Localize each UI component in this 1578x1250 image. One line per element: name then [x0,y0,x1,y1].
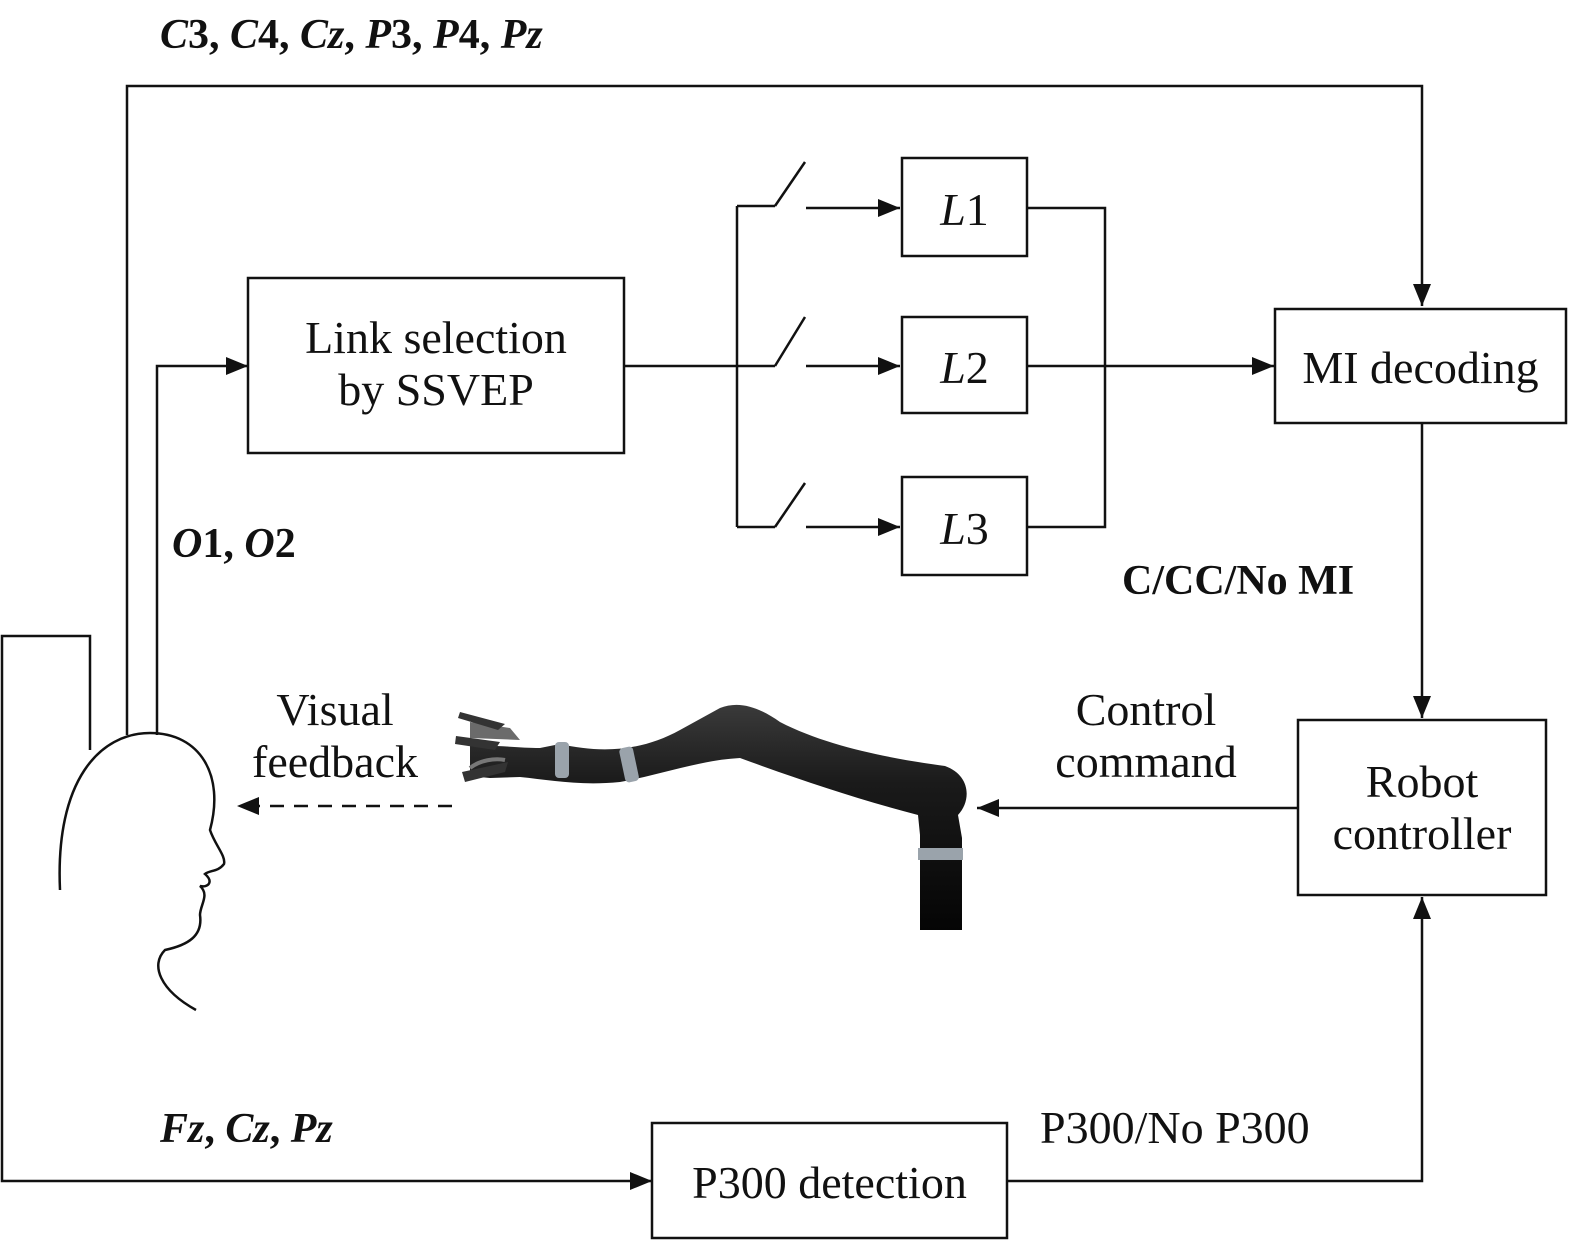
link-selection-line2: by SSVEP [338,363,534,415]
switch-icon [773,316,807,367]
link-l2-label: L2 [940,342,989,393]
robot-controller-line1: Robot [1365,756,1479,807]
mi-decoding-box [1273,307,1568,425]
link-l1-label: L1 [940,184,989,235]
robot-controller-line2: controller [1332,807,1512,859]
p300-channels-label: Fz, Cz, Pz [160,1106,333,1152]
p300-output-label: P300/No P300 [1040,1102,1310,1153]
robot-controller-label: Robot controller [1298,756,1546,859]
link-l3-label: L3 [940,503,989,554]
mi-decoding-label: MI decoding [1302,342,1539,393]
mi-output-label: C/CC/No MI [1122,558,1355,604]
visual-feedback-label: Visual feedback [230,684,440,787]
p300-channel-wire [0,634,652,1190]
switch-icon [773,482,807,528]
ssvep-channels-label: O1, O2 [172,521,296,567]
mi-channels-label: C3, C4, Cz, P3, P4, Pz [160,12,543,58]
control-command-line2: command [1055,735,1237,787]
switch-icon [773,161,807,207]
control-command-line1: Control [1075,684,1217,735]
link-selection-text: Link selection by SSVEP [250,312,622,415]
visual-feedback-line1: Visual [276,684,394,735]
p300-detection-label: P300 detection [692,1157,967,1208]
link-selection-line1: Link selection [305,312,567,363]
ssvep-channel-wire [155,357,248,735]
control-command-label: Control command [1030,684,1262,787]
robot-arm-icon [455,704,967,930]
human-head-icon [58,731,226,1012]
visual-feedback-line2: feedback [252,735,418,787]
mi-channel-wire [125,84,1431,735]
